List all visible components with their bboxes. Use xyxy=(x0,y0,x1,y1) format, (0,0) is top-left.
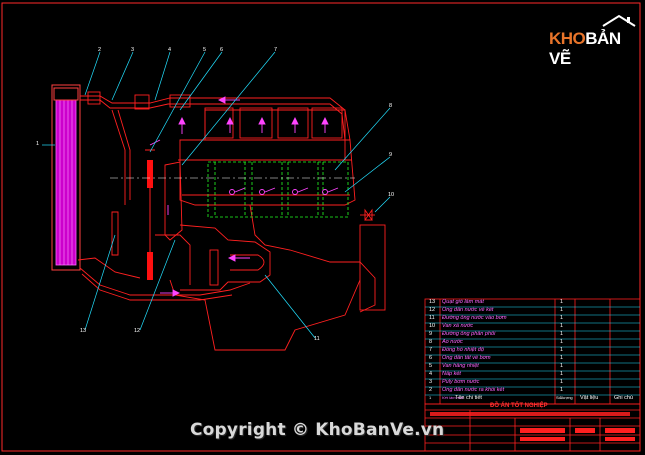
parts-row: 13 Quạt gió làm mát 1 xyxy=(427,299,639,308)
part-no: 3 xyxy=(429,379,433,385)
callout-13: 13 xyxy=(80,328,87,334)
part-no: 9 xyxy=(429,331,433,337)
part-no: 1 xyxy=(429,395,432,400)
callout-4: 4 xyxy=(168,47,172,53)
part-qty: 1 xyxy=(560,339,564,345)
parts-row: 3 Puly bơm nước 1 xyxy=(427,379,639,388)
parts-row: 12 Ống dẫn nước về két 1 xyxy=(427,307,639,316)
parts-row: 5 Van hằng nhiệt 1 xyxy=(427,363,639,372)
footer-material-header: Vật liệu xyxy=(580,395,599,401)
callout-10: 10 xyxy=(388,192,395,198)
footer-name-header: Tên chi tiết xyxy=(455,395,482,401)
title-block-fill xyxy=(430,412,635,441)
part-qty: 1 xyxy=(560,355,564,361)
part-name: Nắp két xyxy=(442,371,461,377)
part-no: 7 xyxy=(429,347,433,353)
part-no: 13 xyxy=(429,299,436,305)
callout-11: 11 xyxy=(314,336,320,342)
parts-row: 6 Ống dẫn tắt về bơm 1 xyxy=(427,355,639,364)
part-qty: 1 xyxy=(560,347,564,353)
parts-row: 10 Van xả nước 1 xyxy=(427,323,639,332)
parts-row: 9 Đường ống phân phối 1 xyxy=(427,331,639,340)
logo-text: KHOBẢN VẼ xyxy=(549,29,639,69)
part-no: 11 xyxy=(429,315,435,321)
khobanve-logo: KHOBẢN VẼ xyxy=(547,14,639,68)
callout-7: 7 xyxy=(274,47,278,53)
part-name: Van xả nước xyxy=(442,323,474,329)
callout-8: 8 xyxy=(389,103,393,109)
callout-12: 12 xyxy=(134,328,141,334)
part-name: Ống dẫn nước về két xyxy=(442,307,494,313)
callout-5: 5 xyxy=(203,47,207,53)
part-qty: 1 xyxy=(560,371,564,377)
part-qty: 1 xyxy=(560,315,564,321)
parts-row: 2 Ống dẫn nước ra khỏi két 1 xyxy=(427,387,639,396)
part-qty: 1 xyxy=(560,299,564,305)
part-name: Áo nước xyxy=(442,339,463,345)
parts-row: 8 Áo nước 1 xyxy=(427,339,639,348)
logo-kho: KHO xyxy=(549,29,586,48)
part-name: Đồng hồ nhiệt độ xyxy=(442,347,484,353)
part-name: Quạt gió làm mát xyxy=(442,299,484,305)
callout-6: 6 xyxy=(220,47,224,53)
copyright-watermark: Copyright © KhoBanVe.vn xyxy=(190,420,445,440)
pump-shaft xyxy=(145,149,155,280)
logo-banve: BẢN VẼ xyxy=(549,29,621,68)
footer-note-header: Ghi chú xyxy=(614,395,633,401)
part-qty: 1 xyxy=(560,331,564,337)
part-no: 10 xyxy=(429,323,436,329)
radiator xyxy=(51,84,81,271)
parts-list: 13 Quạt gió làm mát 1 12 Ống dẫn nước về… xyxy=(425,299,639,400)
part-no: 6 xyxy=(429,355,433,361)
part-name: Ống dẫn nước ra khỏi két xyxy=(442,387,505,393)
part-name: Đường ống nước vào bơm xyxy=(442,315,507,321)
callout-1: 1 xyxy=(36,141,40,147)
parts-table-grid xyxy=(424,298,641,452)
part-qty: 1 xyxy=(560,387,564,393)
parts-row: 11 Đường ống nước vào bơm 1 xyxy=(427,315,639,324)
part-qty: 1 xyxy=(560,379,564,385)
parts-row: 4 Nắp két 1 xyxy=(427,371,639,380)
parts-table-rows xyxy=(425,306,640,396)
part-no: 12 xyxy=(429,307,436,313)
callout-3: 3 xyxy=(131,47,135,53)
part-qty: 1 xyxy=(560,395,563,400)
part-no: 8 xyxy=(429,339,433,345)
part-qty: 1 xyxy=(560,363,564,369)
flow-arrows xyxy=(149,96,339,297)
part-name: Két làm mát xyxy=(442,395,464,400)
title-block-title: ĐỒ ÁN TỐT NGHIỆP xyxy=(490,403,548,409)
part-name: Đường ống phân phối xyxy=(442,331,496,337)
part-no: 5 xyxy=(429,363,433,369)
part-no: 4 xyxy=(429,371,433,377)
part-name: Puly bơm nước xyxy=(442,379,480,385)
parts-row: 7 Đồng hồ nhiệt độ 1 xyxy=(427,347,639,356)
callout-2: 2 xyxy=(98,47,102,53)
part-qty: 1 xyxy=(560,323,564,329)
footer-qty-header: Số lượng xyxy=(556,395,573,400)
part-name: Van hằng nhiệt xyxy=(442,363,479,369)
house-icon xyxy=(602,14,636,27)
callout-9: 9 xyxy=(389,152,393,158)
part-no: 2 xyxy=(429,387,433,393)
engine-block xyxy=(77,91,386,351)
water-jacket xyxy=(207,161,349,218)
part-qty: 1 xyxy=(560,307,564,313)
part-name: Ống dẫn tắt về bơm xyxy=(442,355,491,361)
leader-lines xyxy=(42,51,391,339)
parts-row: 1 Két làm mát 1 xyxy=(427,395,639,400)
